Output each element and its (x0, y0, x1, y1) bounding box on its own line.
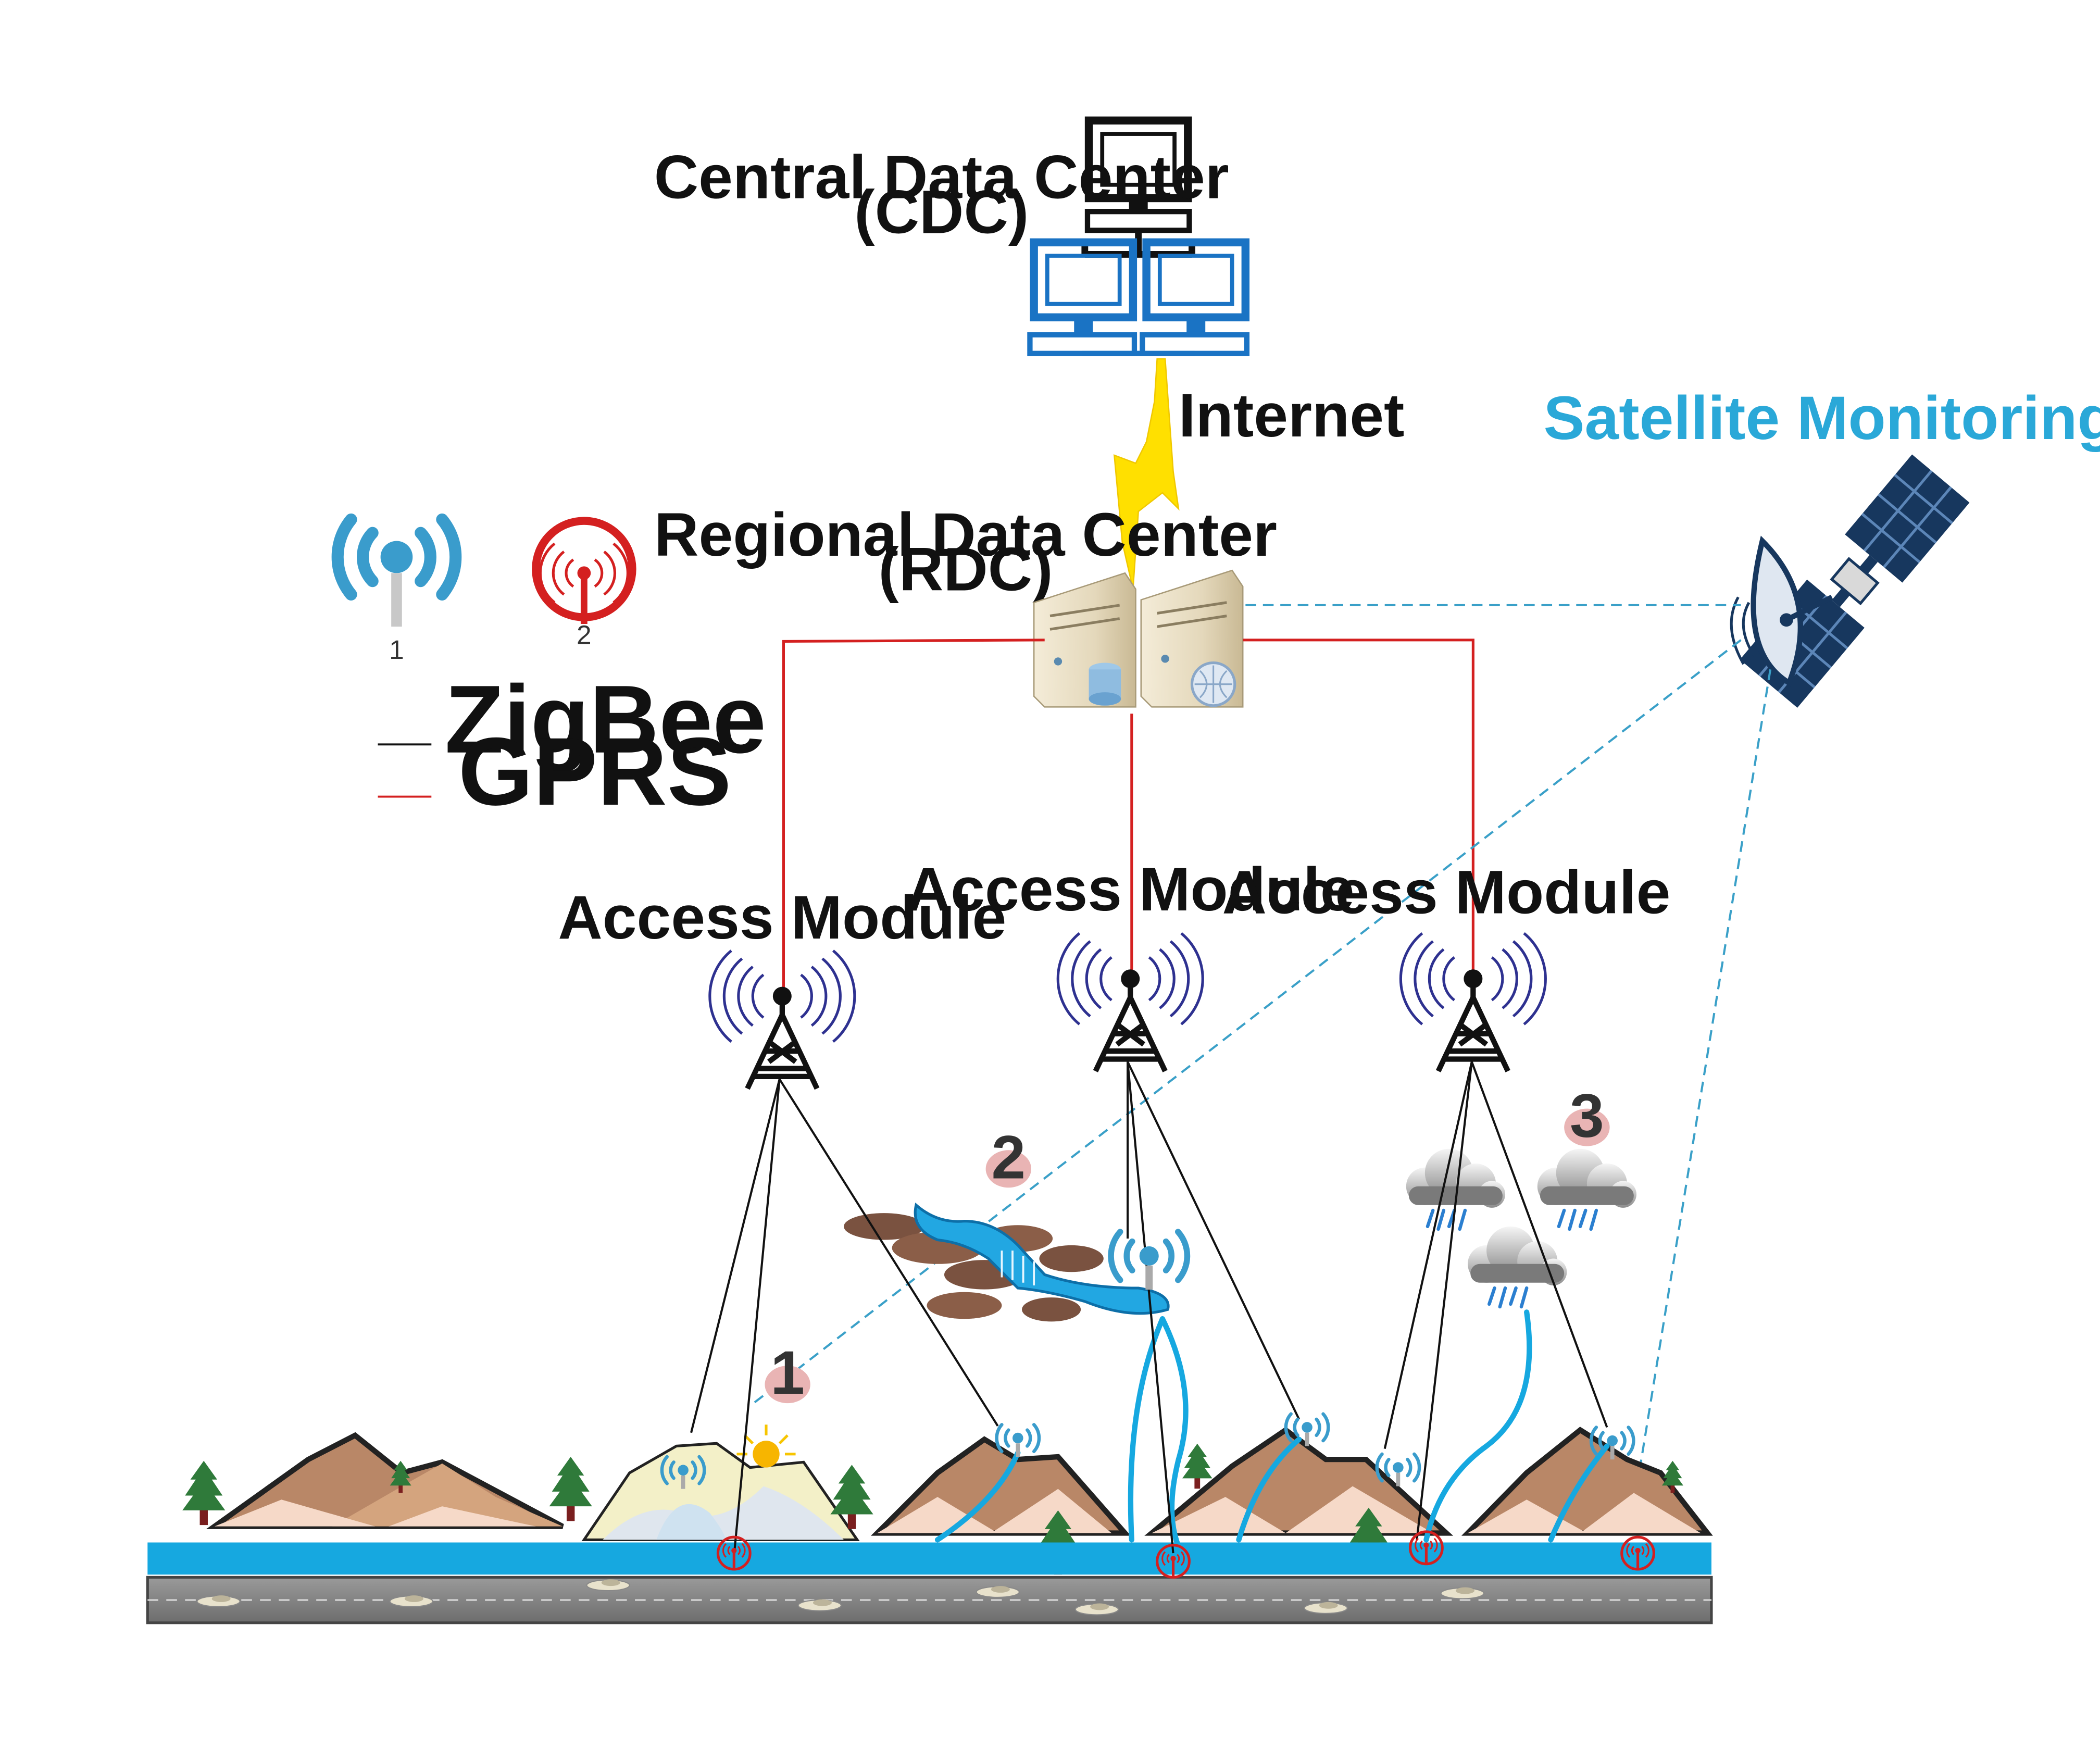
storm-cloud-icons (1406, 1149, 1636, 1307)
waterfall-river-icon (844, 1202, 1170, 1322)
sun-icon (736, 1424, 796, 1468)
gprs-icon-number: 2 (577, 620, 592, 650)
scenario-marker-2-label: 2 (991, 1123, 1026, 1192)
legend: 1 2 ZigBee GPRS (331, 513, 766, 826)
gprs-node-legend-icon (532, 517, 636, 624)
internet-label: Internet (1179, 381, 1405, 450)
satellite-dish-icon (1730, 535, 1833, 687)
access-module-label-2: Access Module (906, 855, 1355, 924)
rdc-title: Regional Data Center (654, 501, 1277, 569)
access-module-label-3: Access Module (1222, 858, 1670, 927)
scenario-marker-3: 3 (1564, 1082, 1610, 1151)
zigbee-icon-number: 1 (389, 634, 404, 665)
satellite-label: Satellite Monitoring (1544, 384, 2100, 453)
scenario-marker-1-label: 1 (770, 1339, 805, 1407)
gprs-legend-label: GPRS (458, 718, 732, 826)
satellite-links (749, 604, 1772, 1473)
zigbee-links (690, 1061, 1608, 1556)
cdc-abbreviation: (CDC) (854, 178, 1029, 246)
ground-scene (146, 1309, 1713, 1624)
gprs-links (782, 639, 1474, 998)
rdc-server-icon (1033, 569, 1244, 708)
scenario-marker-1: 1 (765, 1339, 810, 1407)
zigbee-node-legend-icon (331, 513, 462, 627)
cdc-title: Central Data Center (654, 143, 1229, 211)
zigbee-legend-label: ZigBee (445, 666, 766, 773)
access-module-label-1: Access Module (558, 883, 1006, 952)
scenario-marker-2: 2 (985, 1123, 1032, 1192)
scenario-marker-3-label: 3 (1570, 1082, 1604, 1151)
cdc-computer-network-icon (1027, 116, 1250, 356)
rdc-abbreviation: (RDC) (879, 535, 1053, 604)
